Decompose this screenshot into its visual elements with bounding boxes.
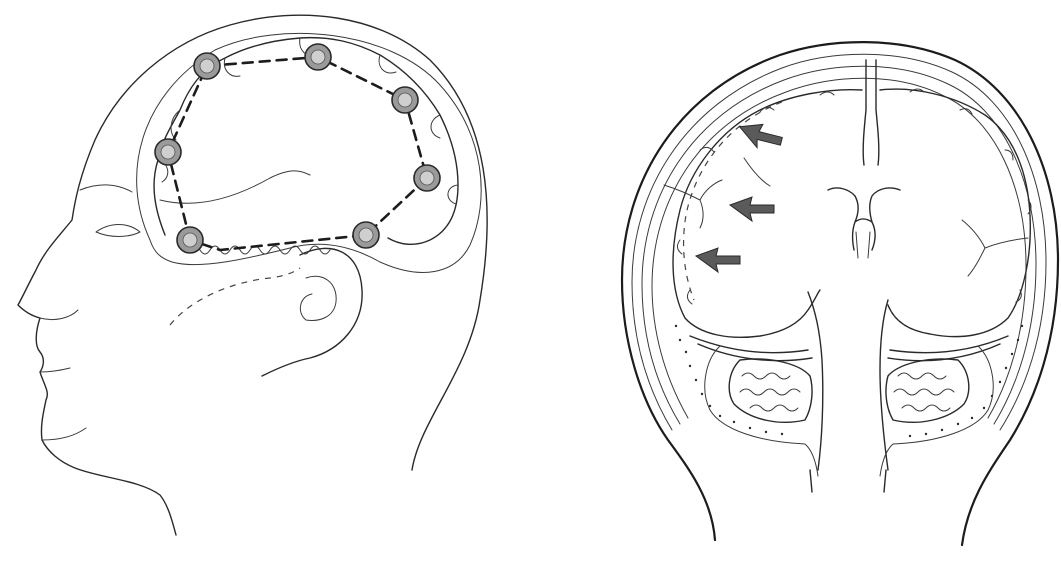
electrode-icon — [194, 53, 220, 79]
skull-base-right — [880, 346, 993, 476]
ear-outline — [262, 248, 362, 376]
right-hemisphere — [880, 89, 1030, 336]
cortex-gyri-right — [910, 89, 1031, 302]
skull-layer-1 — [632, 54, 1046, 430]
tentorium-left — [690, 336, 812, 361]
arrow-left-icon — [696, 248, 740, 272]
dura-dashed-arc — [684, 102, 782, 300]
electrode-icon — [414, 165, 440, 191]
lateral-fissure — [160, 171, 310, 203]
head-profile-panel — [18, 15, 487, 535]
cerebellum-left-folia — [740, 373, 800, 411]
right-sulcus-1 — [962, 220, 1028, 276]
electrode-icon — [353, 222, 379, 248]
left-sulcus-2 — [744, 158, 770, 186]
arrow-left-icon — [730, 197, 774, 221]
skull-marrow-dots-left — [675, 325, 783, 435]
cerebellum-right — [886, 359, 969, 422]
ear-inner — [300, 276, 336, 320]
electrode-icon — [305, 44, 331, 70]
third-ventricle — [856, 232, 870, 258]
chin-detail — [42, 428, 86, 440]
tentorium-right — [888, 336, 1008, 361]
jaw-dashed-line — [170, 268, 300, 325]
electrode-icon — [177, 227, 203, 253]
neck-outline — [810, 470, 886, 492]
skull-layer-3 — [652, 78, 1026, 418]
scalp-outline — [622, 42, 1058, 545]
arrow-left-icon — [736, 119, 784, 153]
electrode-icon — [155, 139, 181, 165]
brainstem — [808, 292, 888, 470]
coronal-section-panel — [622, 42, 1058, 545]
nose-detail — [40, 310, 78, 320]
lateral-ventricles — [828, 188, 900, 250]
electrode-connection-path — [168, 57, 427, 250]
lip-detail — [40, 368, 70, 372]
eye-outline — [96, 225, 140, 237]
falx-midline — [863, 60, 879, 165]
electrode-icon — [392, 87, 418, 113]
brow-line — [80, 185, 132, 192]
left-sulcus-1 — [664, 180, 722, 228]
cerebellum-right-folia — [894, 373, 954, 411]
skull-base-left — [705, 346, 818, 476]
